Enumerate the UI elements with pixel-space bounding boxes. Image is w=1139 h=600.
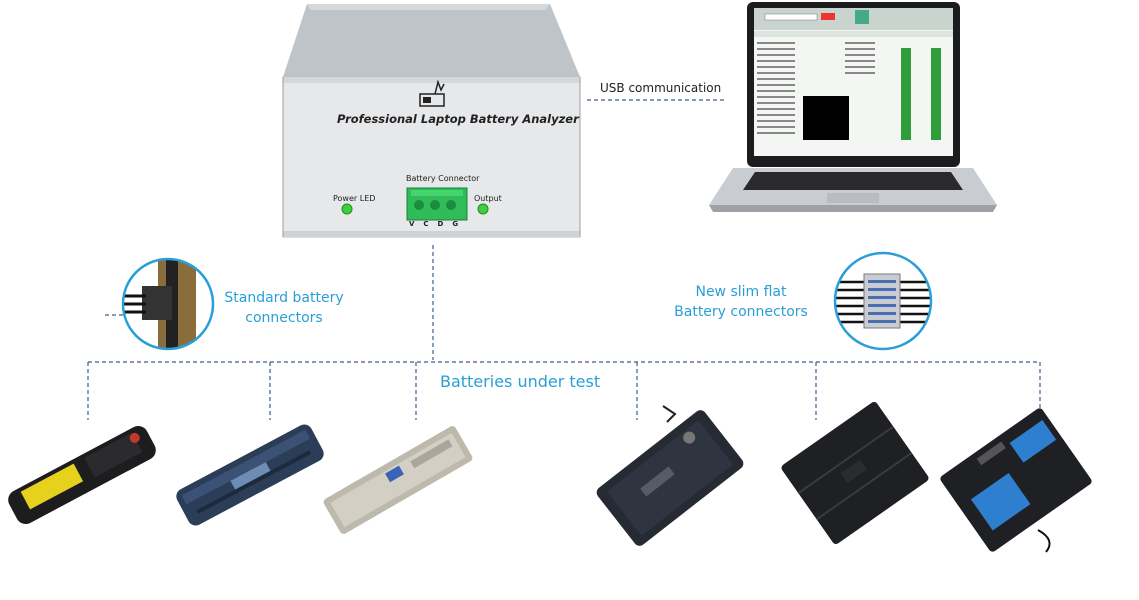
analyzer-title: Professional Laptop Battery Analyzer (337, 112, 579, 126)
output-label: Output (474, 194, 502, 203)
standard-connector-label-line1: Standard battery (224, 290, 344, 306)
battery-4-apple-dark (585, 400, 755, 550)
pin-labels: VCDG (409, 220, 468, 228)
usb-communication-label: USB communication (600, 81, 722, 95)
standard-connector-label-line2: connectors (245, 310, 323, 326)
battery-6-blue-label (938, 400, 1098, 560)
standard-connector-callout-image (120, 256, 216, 352)
power-led-icon (341, 203, 353, 215)
slim-connector-label-line2: Battery connectors (674, 304, 808, 320)
batteries-under-test-title: Batteries under test (440, 372, 601, 391)
battery-5-slim-black (780, 395, 930, 550)
output-led-icon (477, 203, 489, 215)
slim-connector-label-line1: New slim flat (695, 284, 787, 300)
laptop-computer (705, 0, 1000, 215)
battery-2-blue (170, 410, 330, 540)
battery-connector-label: Battery Connector (406, 174, 480, 183)
battery-analyzer-device: Professional Laptop Battery Analyzer Pow… (275, 2, 590, 242)
battery-3-silver (318, 415, 478, 545)
slim-connector-callout-image (832, 250, 934, 352)
power-led-label: Power LED (333, 194, 376, 203)
battery-1-black-yellow-label (0, 410, 165, 540)
